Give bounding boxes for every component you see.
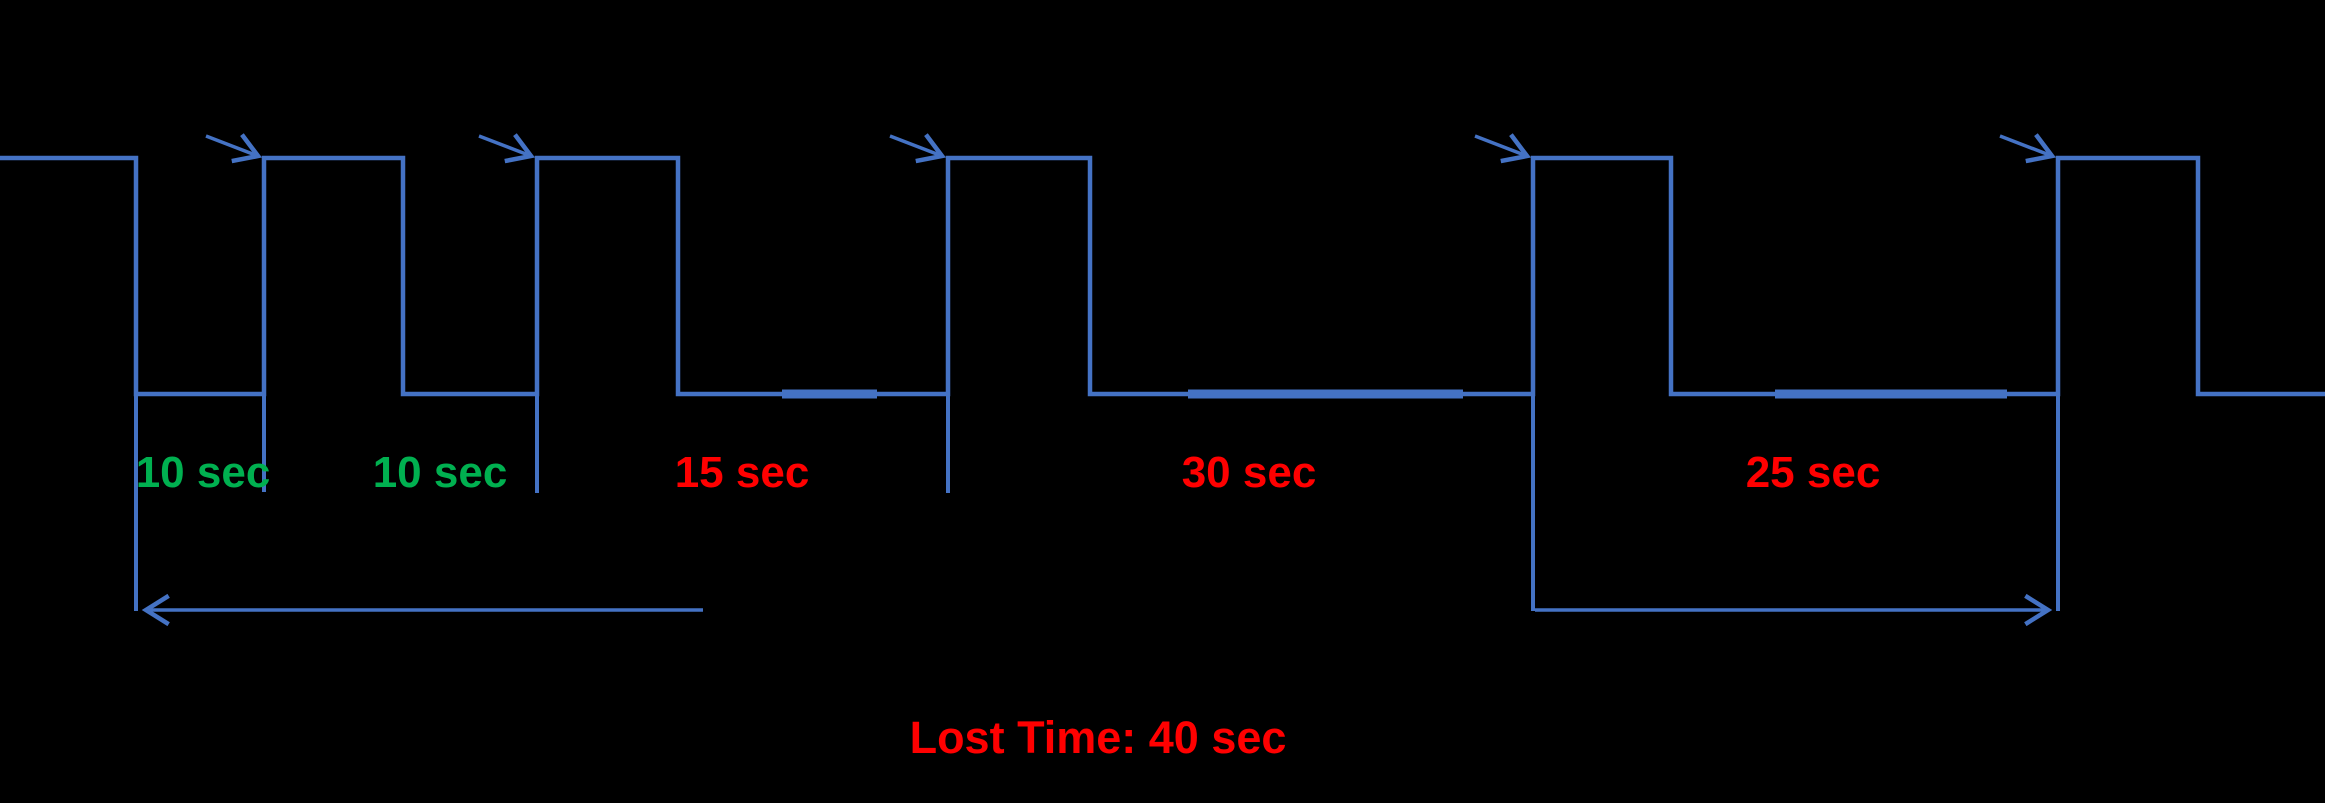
signal-waveform xyxy=(0,155,2325,397)
rising-edge-arrow-icon xyxy=(205,133,262,164)
lost-time-label: Lost Time: 40 sec xyxy=(909,712,1287,763)
gap-duration-label: 15 sec xyxy=(674,448,810,497)
rising-edge-arrow-icon xyxy=(478,133,535,164)
rising-edge-arrow-icon xyxy=(1474,133,1531,164)
rising-edge-arrow-icon xyxy=(889,133,946,164)
gap-duration-label: 10 sec xyxy=(135,448,271,497)
gap-duration-label: 30 sec xyxy=(1181,448,1317,497)
rising-edge-arrow-icon xyxy=(1999,133,2056,164)
gap-duration-label: 25 sec xyxy=(1745,448,1881,497)
gap-duration-label: 10 sec xyxy=(372,448,508,497)
